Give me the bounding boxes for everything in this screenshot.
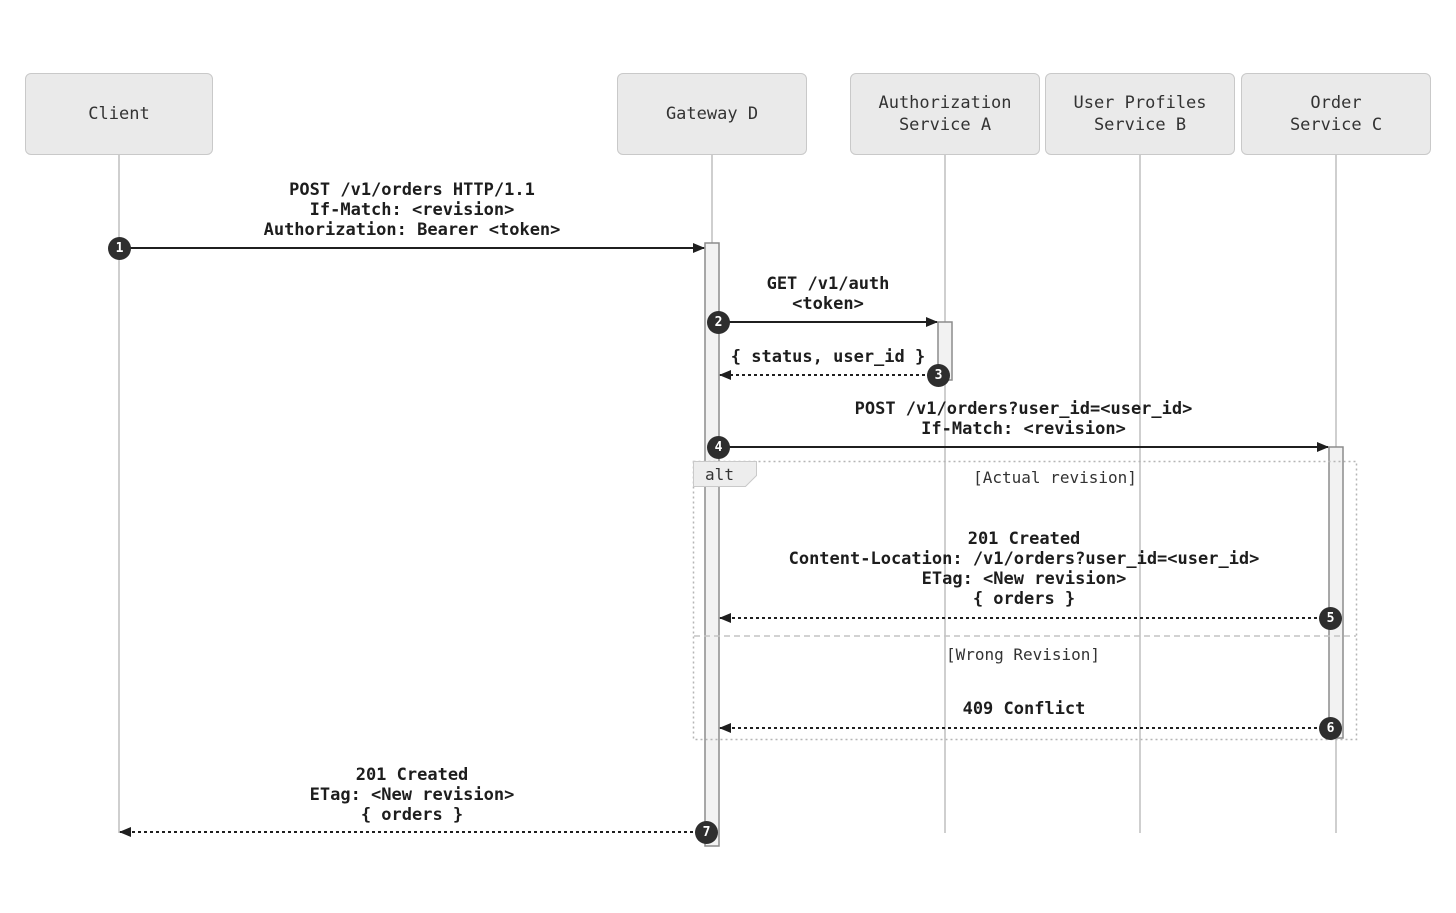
alt-fragment-tab (693, 461, 757, 487)
message-3-line-1: { status, user_id } (730, 347, 926, 367)
message-2-label: GET /v1/auth <token> (718, 274, 938, 314)
step-badge-2: 2 (707, 311, 730, 334)
message-5-line-2: Content-Location: /v1/orders?user_id=<us… (788, 549, 1260, 569)
participant-gateway-d: Gateway D (617, 73, 807, 155)
message-1-line-1: POST /v1/orders HTTP/1.1 (289, 180, 535, 200)
message-7-line-3: { orders } (360, 805, 464, 825)
message-6-label: 409 Conflict (719, 699, 1329, 719)
message-7-line-1: 201 Created (355, 765, 469, 785)
message-2-line-2: <token> (792, 294, 864, 314)
alt-operator-label: alt (705, 464, 734, 484)
message-5-line-1: 201 Created (967, 529, 1081, 549)
alt-fragment-frame (692, 460, 1358, 741)
message-5-line-3: ETag: <New revision> (921, 569, 1127, 589)
message-1-label: POST /v1/orders HTTP/1.1 If-Match: <revi… (119, 180, 705, 240)
message-5-line-4: { orders } (972, 589, 1076, 609)
alt-condition-wrong-revision: [Wrong Revision] (945, 645, 1101, 664)
message-6-line-1: 409 Conflict (962, 699, 1086, 719)
message-7-line-2: ETag: <New revision> (309, 785, 515, 805)
message-1-line-2: If-Match: <revision> (309, 200, 515, 220)
message-3-label: { status, user_id } (716, 347, 940, 367)
message-5-label: 201 Created Content-Location: /v1/orders… (719, 529, 1329, 609)
message-7-label: 201 Created ETag: <New revision> { order… (119, 765, 705, 825)
step-badge-3: 3 (927, 364, 950, 387)
participant-order-service-c: Order Service C (1241, 73, 1431, 155)
participant-auth-service-a: Authorization Service A (850, 73, 1040, 155)
step-badge-5: 5 (1319, 607, 1342, 630)
message-2-line-1: GET /v1/auth (766, 274, 890, 294)
activation-gateway-d (704, 242, 720, 847)
message-4-label: POST /v1/orders?user_id=<user_id> If-Mat… (718, 399, 1329, 439)
message-1-line-3: Authorization: Bearer <token> (263, 220, 561, 240)
step-badge-6: 6 (1319, 717, 1342, 740)
step-badge-1: 1 (108, 237, 131, 260)
message-4-line-2: If-Match: <revision> (921, 419, 1126, 439)
step-badge-4: 4 (707, 436, 730, 459)
message-4-line-1: POST /v1/orders?user_id=<user_id> (854, 399, 1193, 419)
participant-client: Client (25, 73, 213, 155)
step-badge-7: 7 (695, 821, 718, 844)
participant-user-profiles-b: User Profiles Service B (1045, 73, 1235, 155)
alt-condition-actual-revision: [Actual revision] (973, 468, 1137, 487)
activation-order-service-c (1328, 446, 1344, 739)
